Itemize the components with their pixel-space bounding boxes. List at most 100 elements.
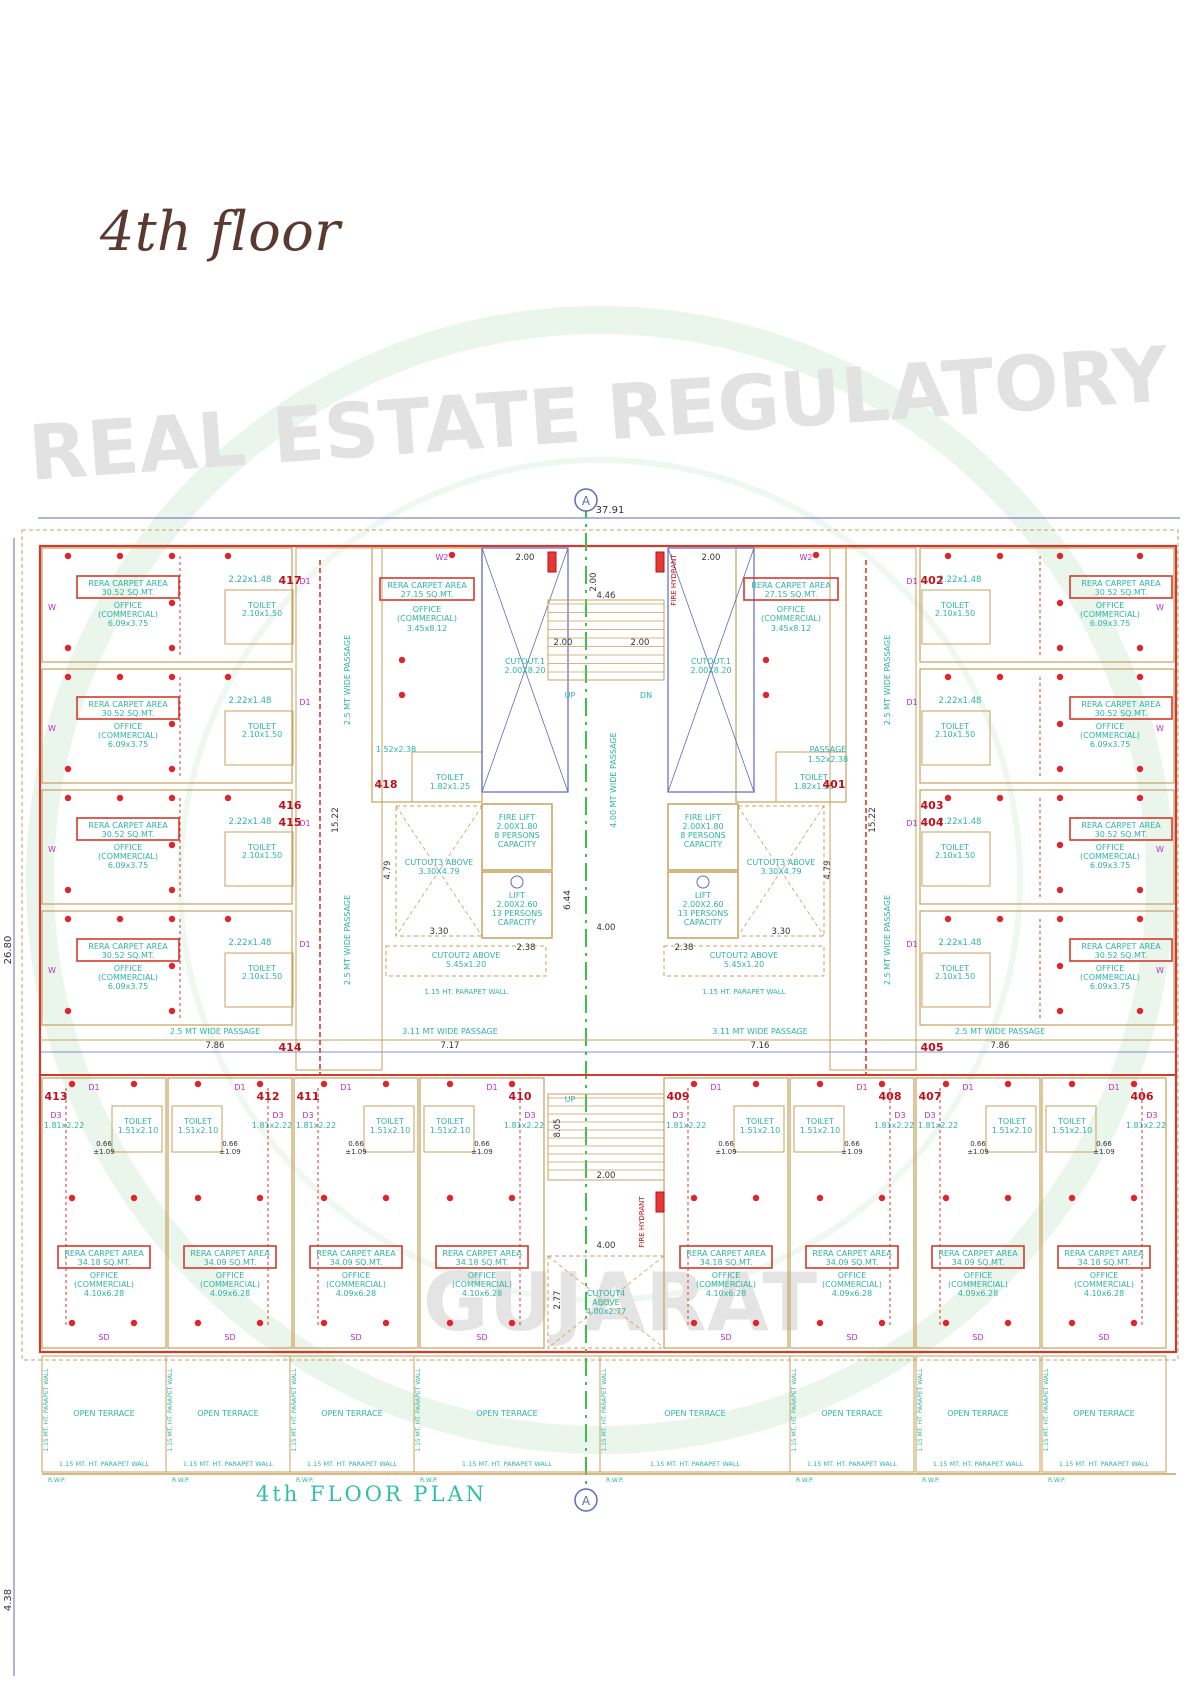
office-label: OFFICE [114,601,143,610]
lift-marker [696,875,710,889]
passage-dim: 7.86 [206,1041,225,1051]
office-label: OFFICE [114,722,143,731]
stair-dim: 4.00 [597,1241,616,1251]
toilet-size: 1.82x1.25 [430,782,470,791]
light-point [130,1080,138,1088]
light-point [446,1319,454,1327]
carpet-area: 34.09 SQ.MT. [204,1258,257,1267]
rera-box [1069,938,1173,962]
rera-label: RERA CARPET AREA [387,581,467,590]
carpet-area: 34.18 SQ.MT. [1078,1258,1131,1267]
terrace-depth-dim: 4.38 [3,1589,14,1611]
office-size: 4.09x6.28 [958,1289,998,1298]
cutout3-size: 3.30X4.79 [760,867,801,876]
cutout2-label: CUTOUT2 ABOVE [432,951,501,960]
toilet-room [224,831,294,887]
stair-dim: 2.00 [631,638,650,648]
lift-label: CAPACITY [498,918,537,927]
window-tag: W [1156,724,1164,733]
axis-marker-bottom [574,1488,598,1512]
toilet-label: TOILET [247,964,276,973]
shutter-door-tag: SD [1098,1333,1109,1342]
office-room-bottom [663,1077,789,1349]
toilet-label: TOILET [940,601,969,610]
toilet-size: 1.51x2.10 [992,1126,1032,1135]
cutout3-label: CUTOUT3 ABOVE [747,858,816,867]
office-label: OFFICE [216,1271,245,1280]
toilet-label: TOILET [247,843,276,852]
rera-label: RERA CARPET AREA [442,1249,522,1258]
toilet-size: 2.10x1.50 [242,730,282,739]
rera-box [1069,817,1173,841]
light-point [1136,886,1144,894]
cutout2-width-dim: 2.38 [517,943,536,953]
passage-label: 2.5 MT WIDE PASSAGE [343,635,352,725]
stair-dim: 2.00 [597,1171,616,1181]
shutter-door-tag: SD [972,1333,983,1342]
cutout4-height-dim: 2.77 [553,1291,563,1310]
light-point [1056,794,1064,802]
toilet-label: TOILET [997,1117,1026,1126]
shutter-door-tag: SD [720,1333,731,1342]
passage-label: 2.5 MT WIDE PASSAGE [170,1027,260,1036]
fire-lift-label: 8 PERSONS [494,831,540,840]
door-tag: D3 [924,1111,935,1120]
office-size: 4.10x6.28 [462,1289,502,1298]
office-label: OFFICE [712,1271,741,1280]
terrace-parapet-label: 1.15 MT. HT. PARAPET WALL [933,1460,1024,1468]
door-tag: D1 [906,577,917,586]
unit-number: 417 [279,574,302,587]
light-point [116,794,124,802]
light-point [64,644,72,652]
unit-number: 405 [921,1041,944,1054]
fire-hydrant [655,1191,665,1213]
light-point [1136,765,1144,773]
carpet-area: 34.18 SQ.MT. [78,1258,131,1267]
office-size: 4.10x6.28 [706,1289,746,1298]
cutout4-label: 4.00x2.77 [586,1307,626,1316]
light-point [1056,1007,1064,1015]
rera-box [76,817,180,841]
toilet-label: TOILET [940,964,969,973]
vent-size: ±1.09 [345,1148,366,1156]
stair-up-label: UP [565,691,576,700]
cutout-cross [481,547,569,793]
office-size: 4.10x6.28 [1084,1289,1124,1298]
carpet-area: 34.09 SQ.MT. [826,1258,879,1267]
light-point [1136,915,1144,923]
toilet-room [921,831,991,887]
door-tag: D3 [672,1111,683,1120]
door-tag: D1 [962,1083,973,1092]
carpet-area: 30.52 SQ.MT. [1095,588,1148,597]
office-room-bottom [293,1077,419,1349]
window-tag: W [1156,845,1164,854]
light-point [690,1319,698,1327]
light-point [68,1319,76,1327]
vent-size: ±1.09 [471,1148,492,1156]
cutout3-height-dim: 4.79 [823,861,833,880]
office-label: OFFICE [413,605,442,614]
cutout3-area [737,805,825,937]
office-label: OFFICE [964,1271,993,1280]
light-point [194,1319,202,1327]
office-label: OFFICE [1090,1271,1119,1280]
toilet-label: TOILET [805,1117,834,1126]
carpet-area: 30.52 SQ.MT. [1095,830,1148,839]
light-point [1056,841,1064,849]
unit-number: 415 [279,816,302,829]
door-tag: D1 [88,1083,99,1092]
toilet-room [733,1105,785,1153]
office-size: 6.09x3.75 [108,982,148,991]
rera-box [1069,575,1173,599]
light-point [1136,673,1144,681]
light-point [690,1194,698,1202]
stair-down-label: DN [640,691,652,700]
toilet-size: 2.10x1.50 [935,972,975,981]
carpet-area: 34.09 SQ.MT. [952,1258,1005,1267]
light-point [64,794,72,802]
cutout-shaft [481,547,569,793]
cutout3-size: 3.30X4.79 [418,867,459,876]
office-size: 4.09x6.28 [336,1289,376,1298]
